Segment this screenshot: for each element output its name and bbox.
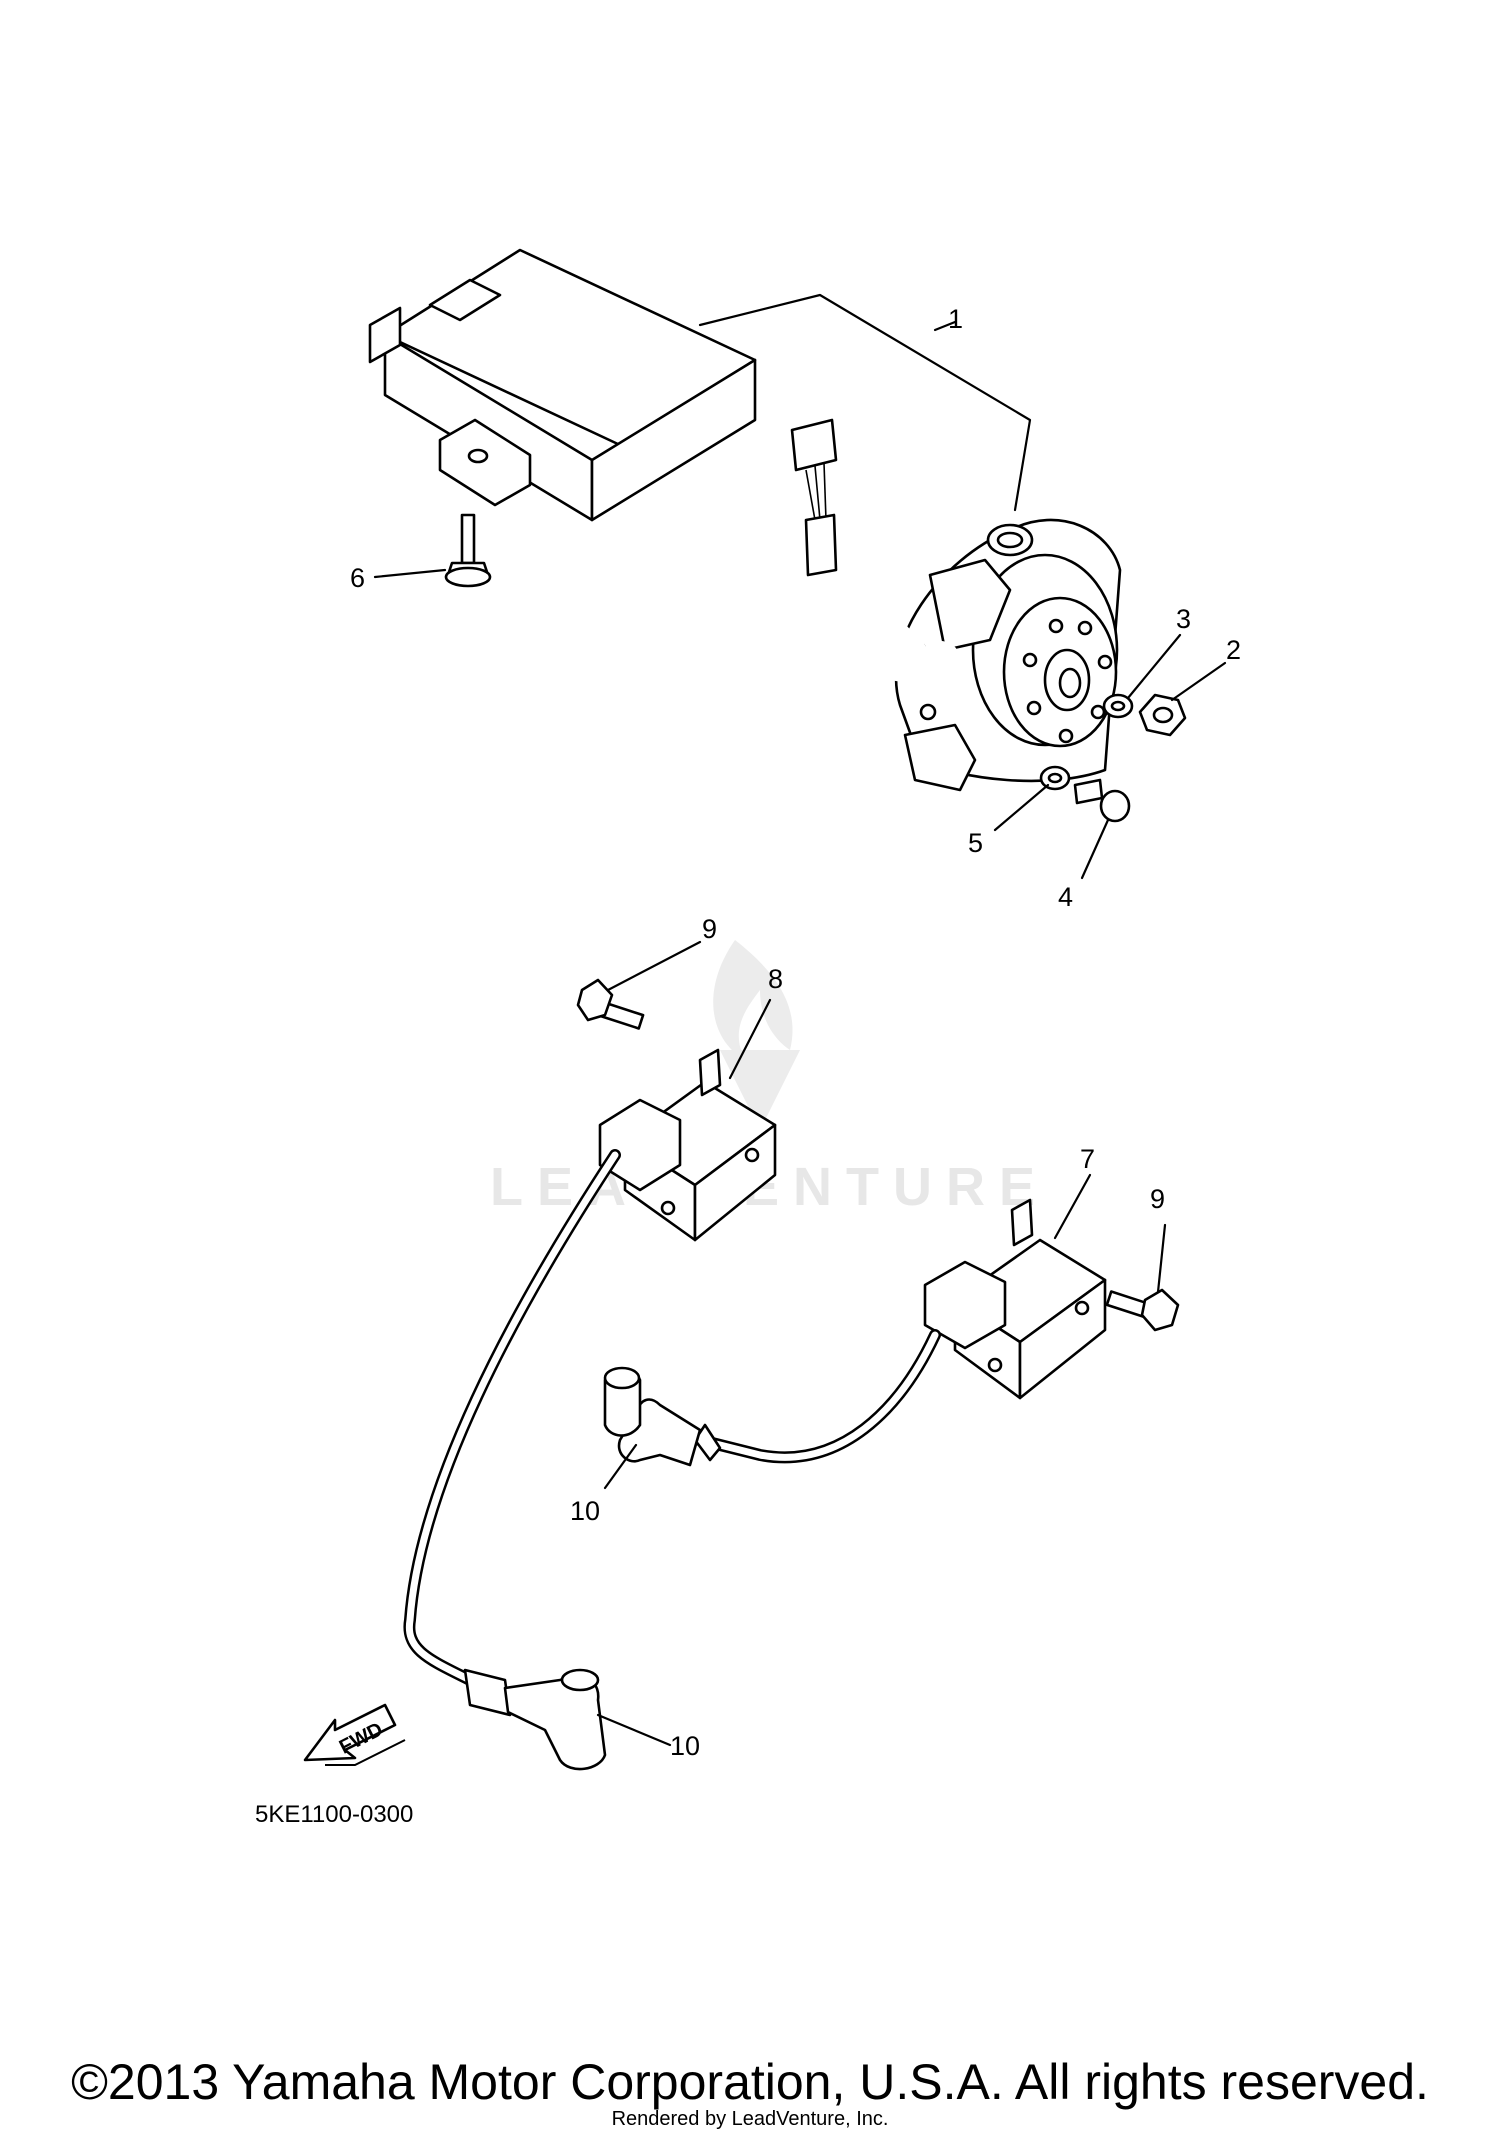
bolt-9-right xyxy=(1105,1288,1180,1332)
callout-6: 6 xyxy=(350,563,365,593)
ignition-coil-8 xyxy=(598,1048,777,1242)
leader-line-1 xyxy=(698,293,1032,512)
callout-5: 5 xyxy=(968,828,983,858)
leader-line-6 xyxy=(373,568,447,579)
callout-10-lower: 10 xyxy=(670,1731,700,1761)
plug-cap-10-lower xyxy=(463,1668,607,1771)
leader-line-3 xyxy=(1126,633,1182,700)
leader-line-9-upper xyxy=(606,940,702,992)
callout-7: 7 xyxy=(1080,1144,1095,1174)
copyright-notice: ©2013 Yamaha Motor Corporation, U.S.A. A… xyxy=(71,2054,1429,2110)
watermark-logo xyxy=(713,940,800,1130)
callout-8: 8 xyxy=(768,964,783,994)
callout-3: 3 xyxy=(1176,604,1191,634)
bolt-6 xyxy=(444,513,492,588)
screw-4 xyxy=(1073,778,1131,823)
leader-line-8 xyxy=(728,998,772,1080)
leader-line-5 xyxy=(993,783,1050,832)
leader-line-4 xyxy=(1080,818,1110,880)
callout-1: 1 xyxy=(948,304,963,334)
fwd-arrow-icon: FWD xyxy=(303,1703,406,1766)
rendered-by-notice: Rendered by LeadVenture, Inc. xyxy=(611,2108,889,2130)
callout-9-right: 9 xyxy=(1150,1184,1165,1214)
stator-assembly xyxy=(894,518,1122,792)
callout-4: 4 xyxy=(1058,882,1073,912)
leader-line-10-lower xyxy=(596,1713,672,1747)
callout-10-middle: 10 xyxy=(570,1496,600,1526)
callout-9-upper: 9 xyxy=(702,914,717,944)
leader-line-7 xyxy=(1053,1173,1092,1240)
wire-connector xyxy=(790,418,838,577)
cdi-unit xyxy=(368,248,757,522)
plug-cap-10-middle xyxy=(603,1366,722,1467)
leader-line-10-middle xyxy=(603,1443,638,1490)
callout-2: 2 xyxy=(1226,635,1241,665)
nut-2 xyxy=(1138,693,1187,737)
ignition-coil-7 xyxy=(923,1198,1107,1400)
part-code: 5KE1100-0300 xyxy=(255,1801,413,1828)
leader-line-9-right xyxy=(1156,1223,1167,1294)
bolt-9-upper xyxy=(576,978,645,1030)
leader-line-2 xyxy=(1170,661,1227,702)
